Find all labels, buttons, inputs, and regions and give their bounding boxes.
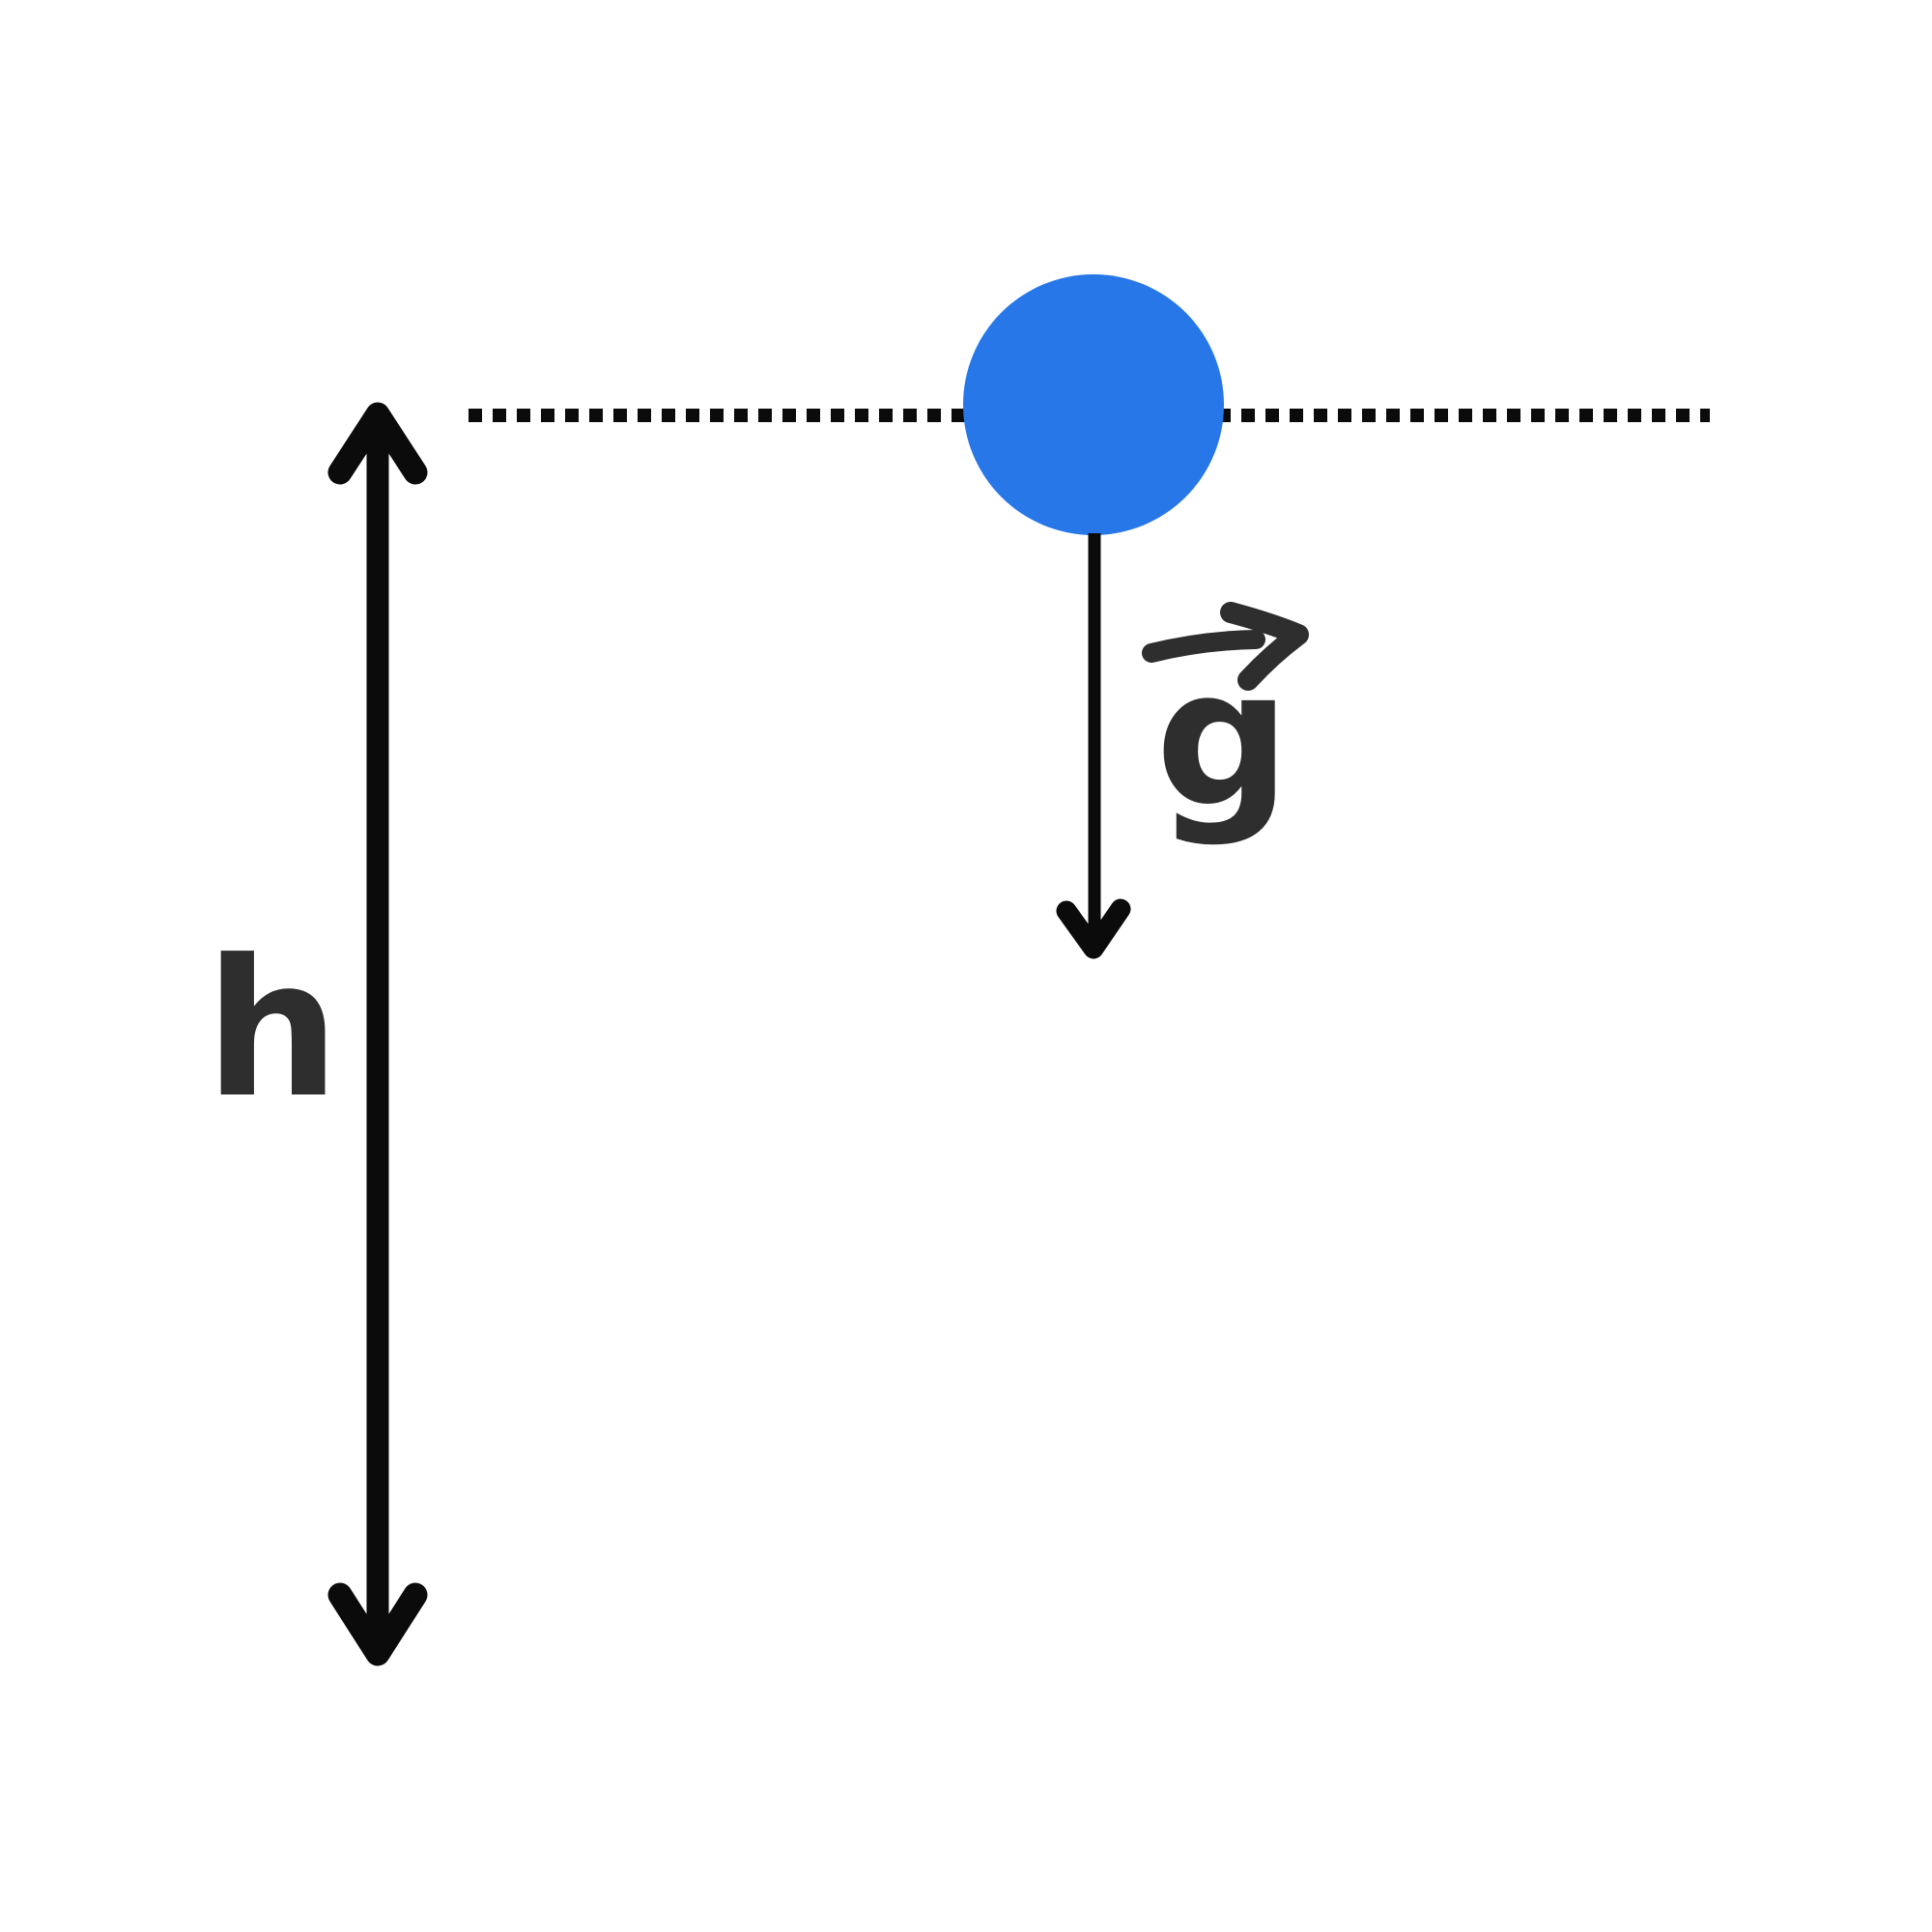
height-arrowhead-bottom bbox=[327, 1582, 428, 1666]
gravity-label: g bbox=[1155, 629, 1291, 849]
vector-arrow-icon bbox=[1142, 602, 1309, 691]
height-arrowhead-top bbox=[327, 402, 428, 485]
gravity-arrow bbox=[1056, 533, 1131, 959]
height-arrow bbox=[327, 402, 428, 1666]
vector-arrow-shaft bbox=[1142, 630, 1265, 663]
height-label: h bbox=[205, 920, 340, 1140]
ball bbox=[963, 274, 1224, 535]
gravity-arrowhead bbox=[1056, 898, 1131, 959]
vector-arrowhead bbox=[1220, 602, 1309, 691]
